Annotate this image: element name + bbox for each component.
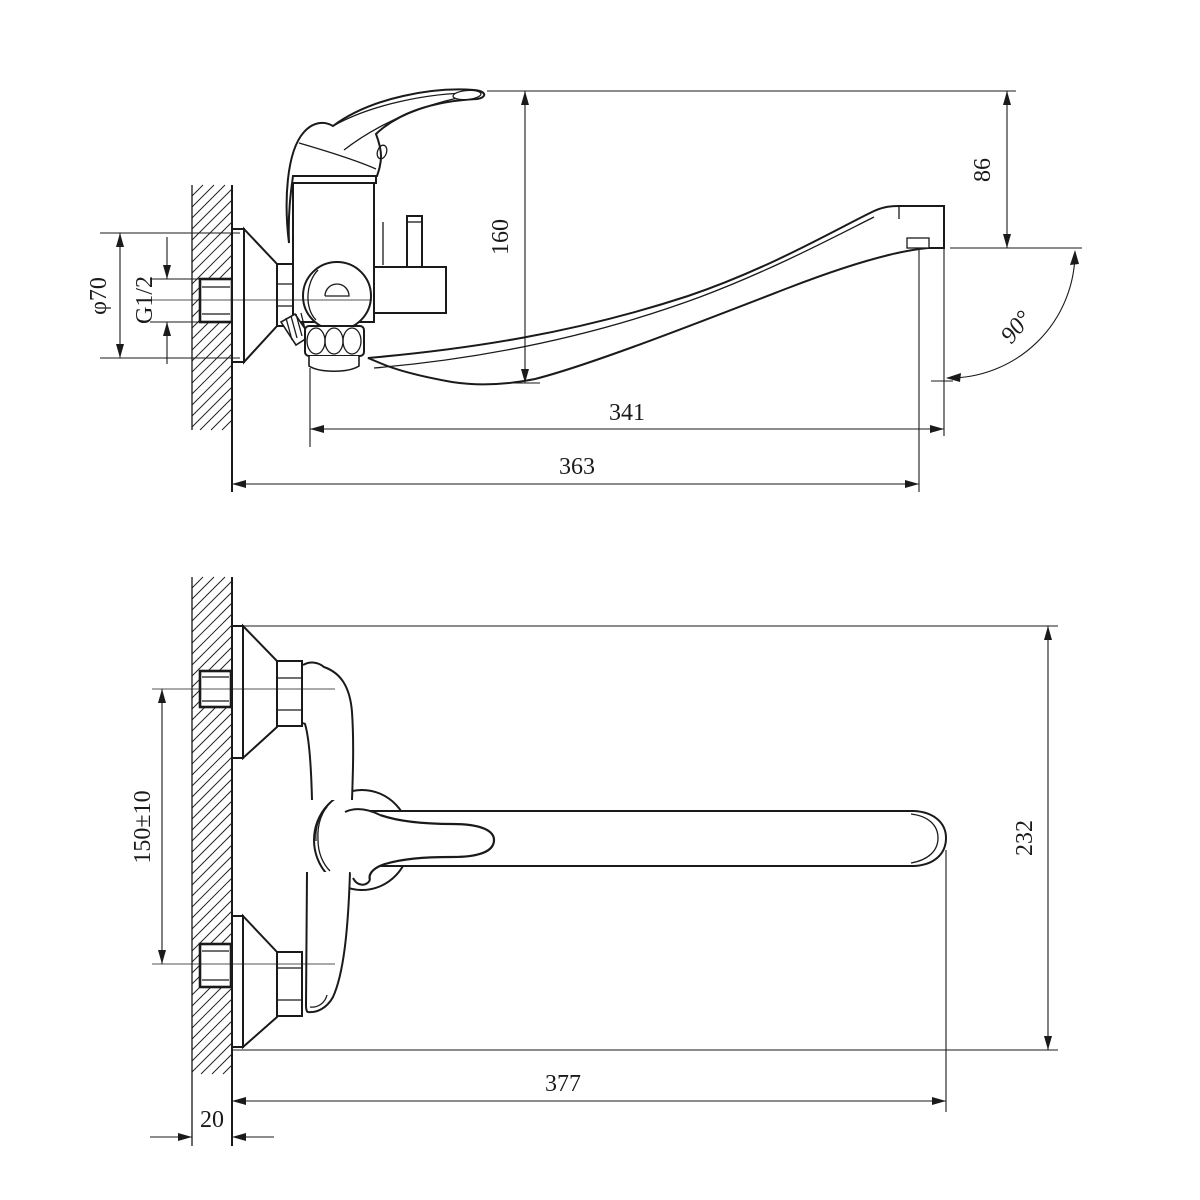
escutcheon-cone-upper (242, 623, 278, 761)
ball-inner-ring (307, 269, 319, 321)
lower-leg-tip-detail (309, 994, 328, 1008)
spout-front-cap (913, 810, 948, 867)
front-view: 150±10 232 377 20 (130, 576, 1058, 1146)
handle-front-flare-top (344, 808, 381, 816)
dim-angle-label: 90° (996, 306, 1038, 349)
dim-height-front-label: 232 (1012, 820, 1038, 856)
dim-height-label: 160 (488, 219, 514, 255)
lever-tip-ellipse (452, 89, 482, 101)
spout-front-fill (368, 811, 946, 866)
upper-leg-fill (303, 662, 354, 800)
lower-leg-inner (304, 871, 309, 1013)
dimension-150: 150±10 (130, 689, 166, 964)
handle-ridge-line (298, 142, 377, 170)
dim-length-label: 377 (545, 1071, 581, 1097)
side-view: φ70 G1/2 160 86 (86, 88, 1082, 492)
dim-spacing-label: 150±10 (130, 790, 156, 863)
spout-side (367, 205, 945, 386)
escutcheon-plate-side (231, 228, 245, 363)
ball-inner-detail (324, 283, 350, 297)
upper-leg-outer (302, 661, 355, 801)
dim-drop-label: 86 (970, 158, 996, 182)
diverter-knob (406, 215, 423, 268)
dimension-341: 341 (309, 368, 944, 447)
dimension-232: 232 (232, 625, 1058, 1051)
diverter-housing (373, 266, 447, 314)
hex-nut-lower (276, 951, 303, 1017)
spout-front-cap-inner (910, 813, 939, 864)
body-cap-band (290, 175, 377, 184)
lower-leg-outer (307, 871, 351, 1014)
handle-front-contour (368, 813, 496, 881)
dimension-90deg: 90° (946, 250, 1079, 382)
inlet-pipe-side (198, 277, 234, 324)
dimension-86: 86 (950, 91, 1082, 249)
escutcheon-cone-lower (242, 913, 278, 1050)
swivel-nut (304, 325, 365, 357)
lower-leg-fill (306, 872, 350, 1013)
escutcheon-plate-upper (231, 625, 244, 759)
spout-inner-line (373, 216, 875, 369)
escutcheon-cone-side (243, 226, 278, 365)
lever-inner-line (343, 95, 469, 151)
body-ring-detail (315, 806, 328, 842)
upper-leg-inner (302, 722, 313, 801)
dimension-20: 20 (150, 1107, 274, 1141)
handle-lever-side (285, 88, 486, 244)
dim-overall-reach-label: 363 (559, 454, 595, 480)
handle-screw-dot (376, 144, 388, 160)
aerator (906, 237, 930, 249)
knurl-detail (342, 327, 362, 355)
escutcheon-plate-lower (231, 915, 244, 1048)
dimension-377: 377 (232, 850, 947, 1112)
dim-phi70-label: φ70 (86, 277, 112, 315)
dimension-160: 160 (487, 90, 1016, 384)
handle-front-fill (342, 809, 494, 885)
dimension-g12: G1/2 (132, 237, 206, 364)
dimension-phi70: φ70 (86, 232, 240, 359)
dimension-363: 363 (232, 454, 919, 488)
dim-thread-label: G1/2 (132, 276, 158, 324)
dim-reach-label: 341 (609, 400, 645, 426)
dim-wall-thickness-label: 20 (200, 1107, 224, 1133)
hex-nut-upper (276, 660, 303, 727)
handle-front-flare-bottom (352, 877, 371, 886)
swivel-nut-skirt (308, 356, 360, 373)
wall-hatching-front (191, 576, 233, 1075)
